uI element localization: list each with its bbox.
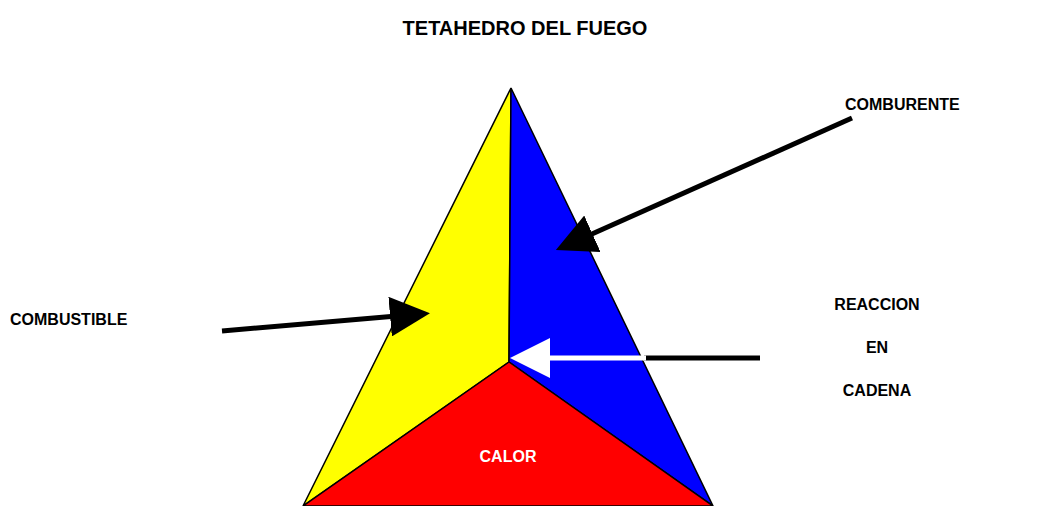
part-label: REACCION EN CADENA — [812, 283, 942, 412]
leader-arrow — [565, 118, 852, 246]
heat-face: CALOR — [303, 362, 713, 506]
leader-arrow — [644, 356, 760, 361]
face-polygon — [303, 362, 713, 506]
leader-arrow — [520, 356, 646, 361]
part-label: COMBUSTIBLE — [10, 310, 210, 330]
part-label: COMBURENTE — [845, 95, 1045, 115]
leader-arrow — [222, 314, 420, 331]
face-shape — [303, 362, 713, 506]
face-label: CALOR — [303, 448, 713, 466]
diagram-title: TETAHEDRO DEL FUEGO — [0, 17, 1050, 40]
